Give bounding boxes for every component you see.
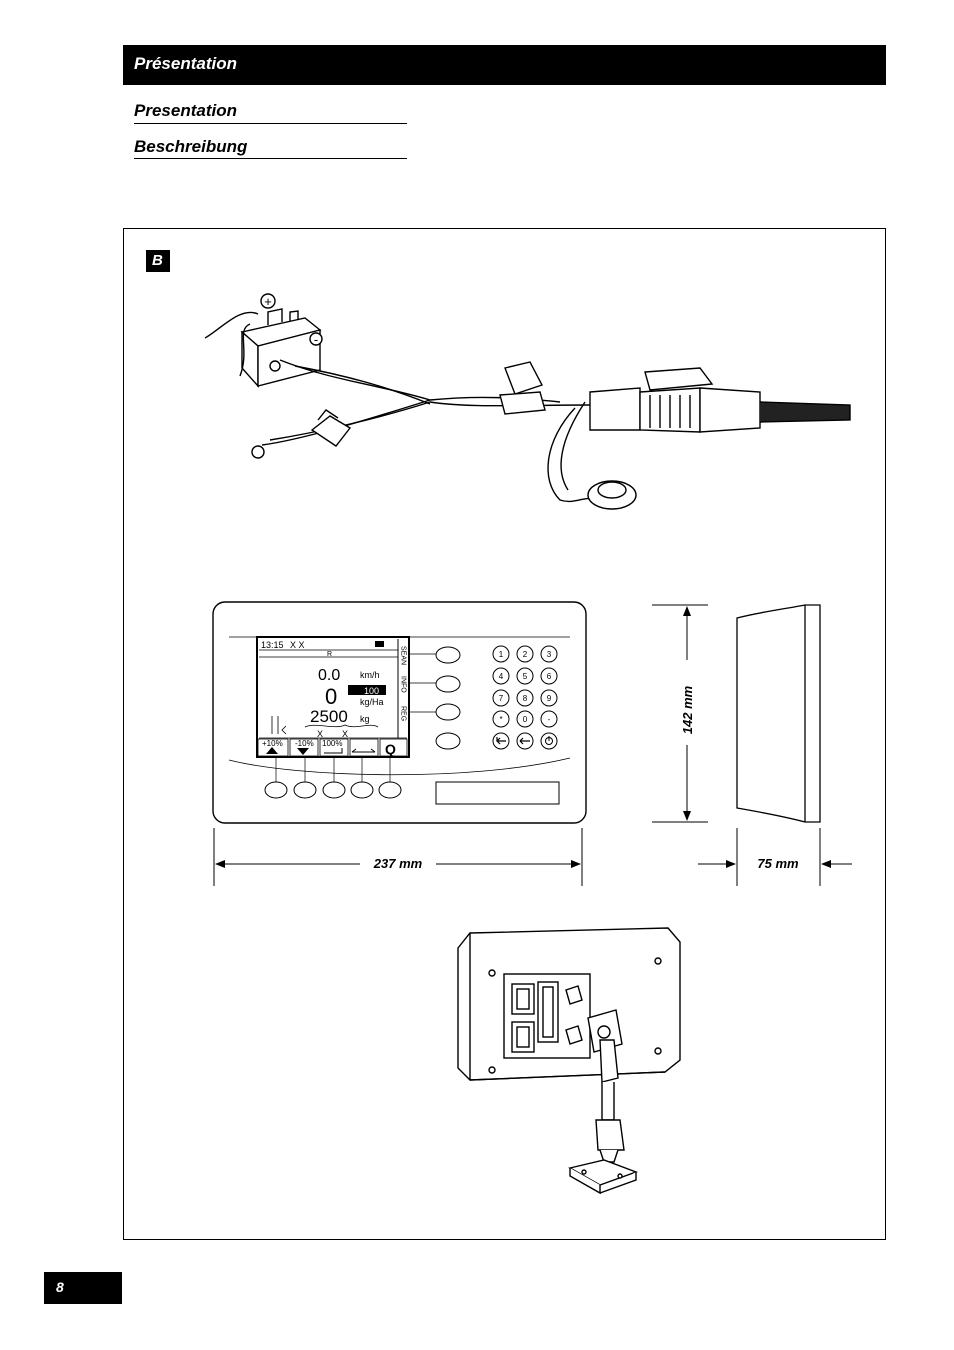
enter-key-icon [496, 737, 506, 745]
header-bar: Présentation [123, 45, 886, 85]
page-number: 8 [56, 1279, 64, 1295]
keypad-key: 5 [523, 672, 528, 681]
keypad-key: 7 [499, 694, 504, 703]
screen-tab-info: INFO [400, 676, 407, 693]
subtitle-english: Presentation [134, 101, 237, 120]
enter-icon [324, 748, 343, 754]
width-dimension [213, 828, 583, 886]
depth-label: 75 mm [757, 856, 799, 871]
screen-time: 13:15 [261, 640, 284, 650]
softkey-bottom-4 [350, 781, 374, 799]
keypad-key: 0 [523, 715, 528, 724]
keypad-key: 9 [547, 694, 552, 703]
page-number-box: 8 [44, 1272, 122, 1304]
softkey-label-q: Q [385, 741, 396, 757]
left-right-arrow-icon [351, 748, 376, 753]
softkey-right-2[interactable] [435, 675, 461, 693]
screen-tab-sean: SEAN [400, 646, 407, 665]
keypad-key: 3 [547, 650, 552, 659]
screen-x-mark: X [317, 729, 323, 739]
screen-total-unit: kg [360, 714, 370, 724]
screen-x-mark: X [342, 729, 348, 739]
screen-total: 2500 [310, 707, 348, 726]
softkey-right-4[interactable] [435, 732, 461, 750]
subtitle-underline [134, 158, 407, 159]
softkey-bottom-5 [378, 781, 402, 799]
softkey-label-100: 100% [322, 739, 342, 748]
screen-speed-unit: km/h [360, 670, 380, 680]
down-arrow-icon [297, 748, 309, 755]
keypad-key: 4 [499, 672, 504, 681]
label-plate [435, 781, 560, 805]
keypad-key: 8 [523, 694, 528, 703]
battery-icon: + - [240, 293, 323, 388]
keypad-key: 1 [499, 650, 504, 659]
screen-battery-icon [375, 641, 384, 647]
softkey-right-3[interactable] [435, 703, 461, 721]
console-front-view: 13:15 X X R 0.0 km/h 0 100 kg/Ha 2500 kg… [212, 601, 587, 824]
keypad-key: * [499, 715, 502, 724]
width-label: 237 mm [373, 856, 423, 871]
keypad-key: - [548, 715, 551, 724]
softkey-bottom-1 [264, 781, 288, 799]
softkey-bottom-3 [322, 781, 346, 799]
header-title: Présentation [134, 54, 237, 73]
keypad-key: 2 [523, 650, 528, 659]
softkey-right-1[interactable] [435, 646, 461, 664]
screen-rate-unit: kg/Ha [360, 697, 384, 707]
back-key-icon [519, 737, 530, 745]
subtitle-german: Beschreibung [134, 137, 248, 156]
battery-minus-symbol: - [314, 332, 318, 347]
screen-tab-reg: REG [400, 706, 407, 721]
screen-speed: 0.0 [318, 667, 340, 684]
figure-label: B [146, 250, 170, 272]
height-label: 142 mm [680, 685, 695, 734]
up-arrow-icon [266, 747, 278, 754]
depth-dimension [698, 828, 852, 886]
height-dimension [652, 604, 708, 823]
softkey-label-plus10: +10% [262, 739, 283, 748]
screen-rate-target: 100 [364, 686, 379, 696]
subtitle-underline [134, 123, 407, 124]
figure-frame [123, 228, 886, 1240]
console-rear-view [457, 927, 681, 1195]
console-side-view [736, 604, 821, 823]
screen-status-marks: X X [290, 640, 305, 650]
softkey-bottom-2 [293, 781, 317, 799]
cable-harness-drawing: + - [204, 293, 851, 510]
screen-mode-letter: R [327, 651, 332, 658]
screen-rate: 0 [325, 684, 337, 709]
keypad-key: 6 [547, 672, 552, 681]
softkey-label-minus10: -10% [295, 739, 314, 748]
battery-plus-symbol: + [264, 294, 272, 309]
